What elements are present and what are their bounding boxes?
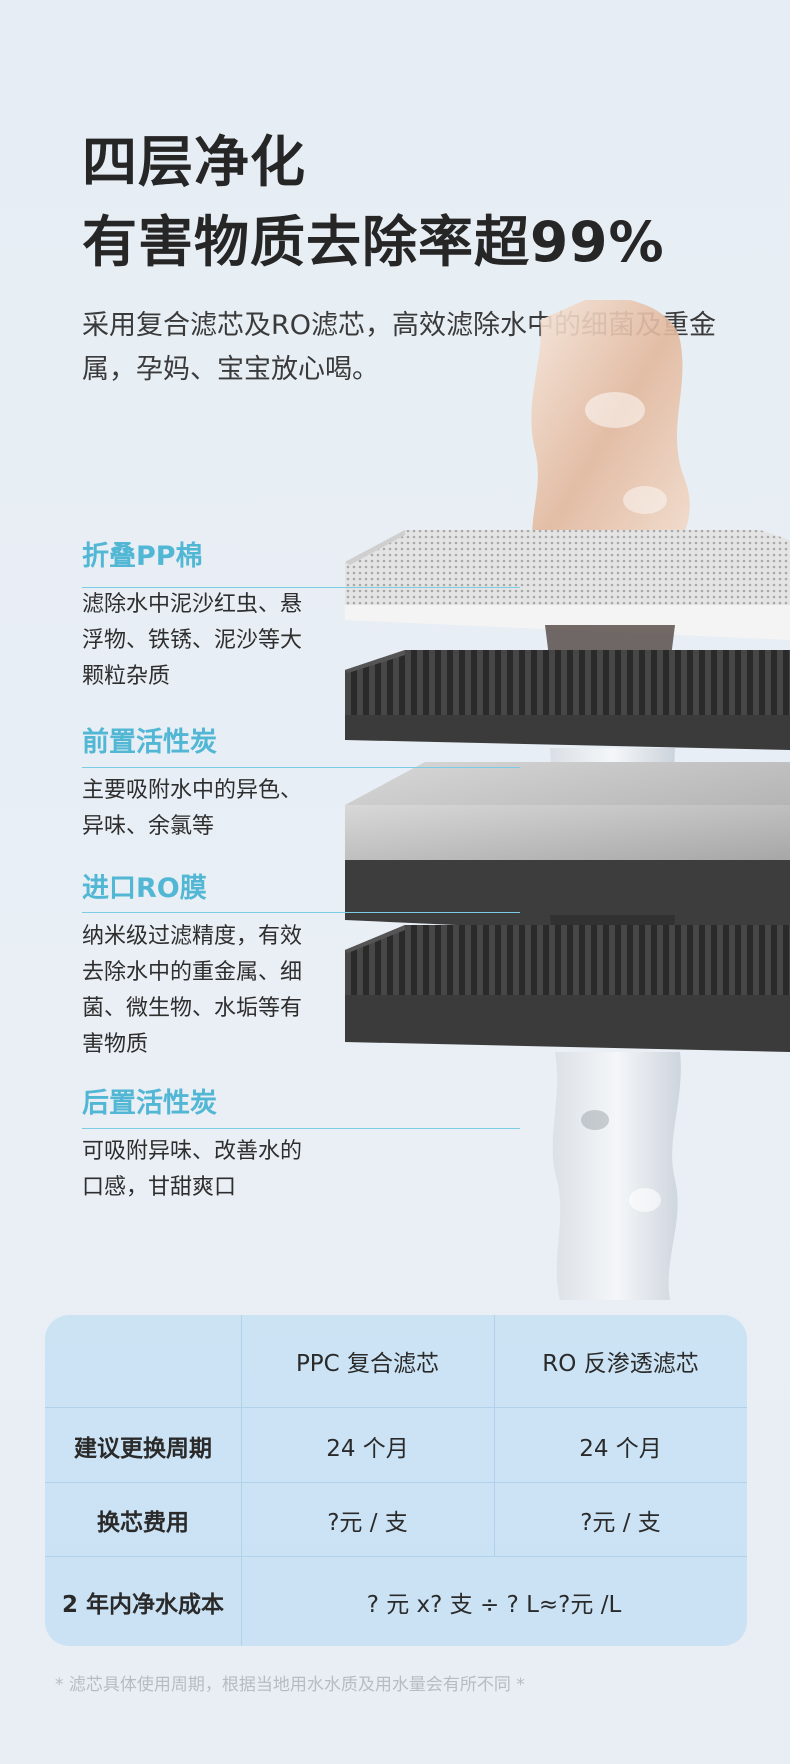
connector-line-pre-carbon <box>82 767 520 768</box>
table-header-ppc: PPC 复合滤芯 <box>295 1351 440 1377</box>
row-label: 建议更换周期 <box>74 1435 212 1462</box>
layer-post-carbon: 后置活性炭 可吸附异味、改善水的口感，甘甜爽口 <box>82 1086 312 1206</box>
table-divider <box>494 1315 495 1556</box>
connector-line-ro <box>82 912 520 913</box>
table-header-row: PPC 复合滤芯 RO 反渗透滤芯 <box>45 1315 747 1407</box>
table-row-cost: 2 年内净水成本 ? 元 x? 支 ÷ ? L≈?元 /L <box>45 1556 747 1646</box>
layer-desc: 滤除水中泥沙红虫、悬浮物、铁锈、泥沙等大颗粒杂质 <box>82 592 303 689</box>
row-label: 换芯费用 <box>97 1510 189 1536</box>
table-divider <box>241 1315 242 1646</box>
layer-ro-membrane: 进口RO膜 纳米级过滤精度，有效去除水中的重金属、细菌、微生物、水垢等有害物质 <box>82 871 312 1063</box>
footnote: * 滤芯具体使用周期，根据当地用水水质及用水量会有所不同 * <box>55 1675 525 1695</box>
layer-name: 折叠PP棉 <box>82 541 203 572</box>
water-stream-bottom <box>552 1052 681 1300</box>
cell-ppc: ?元 / 支 <box>327 1510 408 1536</box>
page-title: 四层净化 有害物质去除率超99% <box>82 122 665 282</box>
layer-desc: 可吸附异味、改善水的口感，甘甜爽口 <box>82 1139 303 1200</box>
layer-pp-cotton: 折叠PP棉 滤除水中泥沙红虫、悬浮物、铁锈、泥沙等大颗粒杂质 <box>82 539 312 695</box>
cell-cost-value: ? 元 x? 支 ÷ ? L≈?元 /L <box>366 1592 622 1618</box>
table-header-ro: RO 反渗透滤芯 <box>542 1351 699 1377</box>
filter-cost-table: PPC 复合滤芯 RO 反渗透滤芯 建议更换周期 24 个月 24 个月 换芯费… <box>45 1315 747 1646</box>
layer-desc: 主要吸附水中的异色、异味、余氯等 <box>82 778 303 839</box>
layer-name: 进口RO膜 <box>82 873 207 904</box>
table-row: 换芯费用 ?元 / 支 ?元 / 支 <box>45 1482 747 1557</box>
table-header-empty <box>45 1315 241 1407</box>
layer-desc: 纳米级过滤精度，有效去除水中的重金属、细菌、微生物、水垢等有害物质 <box>82 924 303 1057</box>
post-carbon-layer <box>345 925 790 995</box>
layer-pre-carbon: 前置活性炭 主要吸附水中的异色、异味、余氯等 <box>82 725 312 845</box>
cell-ro: ?元 / 支 <box>580 1510 661 1536</box>
connector-line-post-carbon <box>82 1128 520 1129</box>
title-line-1: 四层净化 <box>82 130 307 194</box>
table-row: 建议更换周期 24 个月 24 个月 <box>45 1407 747 1483</box>
title-line-2: 有害物质去除率超99% <box>82 210 665 274</box>
cell-ro: 24 个月 <box>579 1435 662 1462</box>
layer-name: 前置活性炭 <box>82 727 217 758</box>
filter-stack-illustration <box>345 300 790 1300</box>
row-label: 2 年内净水成本 <box>61 1592 224 1618</box>
layer-name: 后置活性炭 <box>82 1088 217 1119</box>
water-column-top <box>531 300 690 560</box>
pre-carbon-layer <box>345 650 790 715</box>
connector-line-pp <box>82 587 520 588</box>
cell-ppc: 24 个月 <box>326 1435 409 1462</box>
